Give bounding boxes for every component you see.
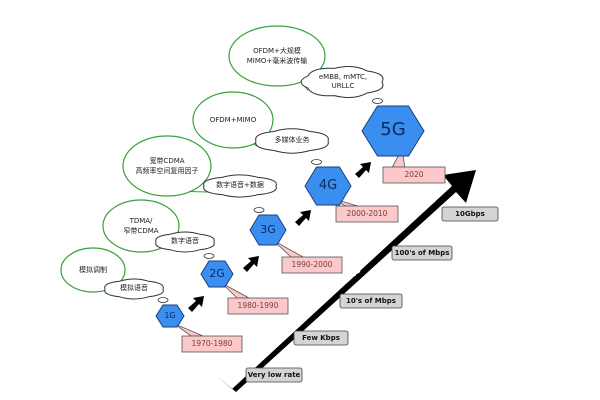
- rate-level-box: [245, 367, 303, 383]
- rate-level-box: [293, 330, 349, 346]
- progression-arrow: [295, 210, 311, 226]
- generation-2G: [102, 199, 289, 315]
- service-cloud: [155, 231, 215, 253]
- generation-hexagon: [361, 105, 425, 157]
- year-text: 1990-2000: [291, 260, 333, 269]
- service-text: 数字语音: [171, 237, 199, 245]
- rate-level-text: 10Gbps: [455, 210, 485, 218]
- technology-text: TDMA/ 窄带CDMA: [123, 217, 159, 235]
- generation-label: 1G: [164, 310, 176, 320]
- year-box: [382, 166, 446, 184]
- generation-hexagon: [249, 214, 287, 246]
- generation-3G: [122, 135, 343, 274]
- connector-line: [188, 191, 209, 193]
- thought-bubble: [203, 253, 215, 259]
- thought-bubble: [311, 159, 322, 165]
- generation-5G: [228, 25, 446, 184]
- generation-hexagon: [304, 166, 352, 206]
- generation-label: 3G: [260, 222, 276, 236]
- generation-label: 5G: [380, 119, 406, 141]
- technology-ellipse: [60, 247, 126, 293]
- progression-arrow: [243, 256, 259, 272]
- thought-bubble: [253, 207, 265, 213]
- service-text: eMBB, mMTC, URLLC: [318, 73, 368, 90]
- technology-text: OFDM+大规模 MIMO+毫米波传输: [246, 47, 308, 65]
- service-cloud: [255, 128, 329, 154]
- data-rate-arrow: [218, 170, 476, 392]
- progression-arrow: [355, 162, 371, 178]
- generation-label: 4G: [318, 177, 338, 193]
- rate-level-text: Very low rate: [247, 371, 301, 379]
- service-cloud: [300, 65, 384, 99]
- rate-level-box: [391, 245, 453, 261]
- year-box: [227, 297, 289, 315]
- year-text: 2020: [404, 170, 424, 179]
- service-cloud: [104, 278, 164, 300]
- year-box: [281, 256, 343, 274]
- year-text: 2000-2010: [346, 209, 388, 218]
- generation-1G: [60, 247, 243, 353]
- technology-text: OFDM+MIMO: [209, 116, 257, 124]
- year-box: [181, 335, 243, 353]
- rate-level-text: 100's of Mbps: [394, 249, 450, 257]
- rate-level-text: 10's of Mbps: [346, 297, 396, 305]
- generation-hexagon: [200, 260, 234, 288]
- year-pointer: [173, 323, 204, 337]
- service-text: 模拟语音: [120, 284, 148, 292]
- technology-text: 宽带CDMA 高频率空间复用因子: [135, 157, 199, 175]
- service-text: 数字语音+数据: [216, 181, 264, 189]
- generation-4G: [192, 91, 399, 223]
- technology-ellipse: [228, 25, 326, 87]
- thought-bubble: [372, 98, 383, 104]
- generation-label: 2G: [209, 266, 225, 280]
- year-text: 1970-1980: [191, 339, 233, 348]
- technology-text: 模拟调制: [79, 266, 107, 274]
- technology-ellipse: [122, 135, 212, 197]
- year-box: [335, 205, 399, 223]
- progression-arrow: [188, 296, 204, 312]
- thought-bubble: [157, 297, 169, 303]
- rate-level-box: [441, 206, 499, 222]
- rate-level-box: [339, 293, 403, 309]
- service-text: 多媒体业务: [274, 136, 310, 144]
- service-cloud: [203, 174, 277, 198]
- rate-level-text: Few Kbps: [302, 334, 340, 342]
- technology-ellipse: [192, 91, 274, 149]
- year-text: 1980-1990: [237, 301, 279, 310]
- generation-hexagon: [155, 304, 185, 328]
